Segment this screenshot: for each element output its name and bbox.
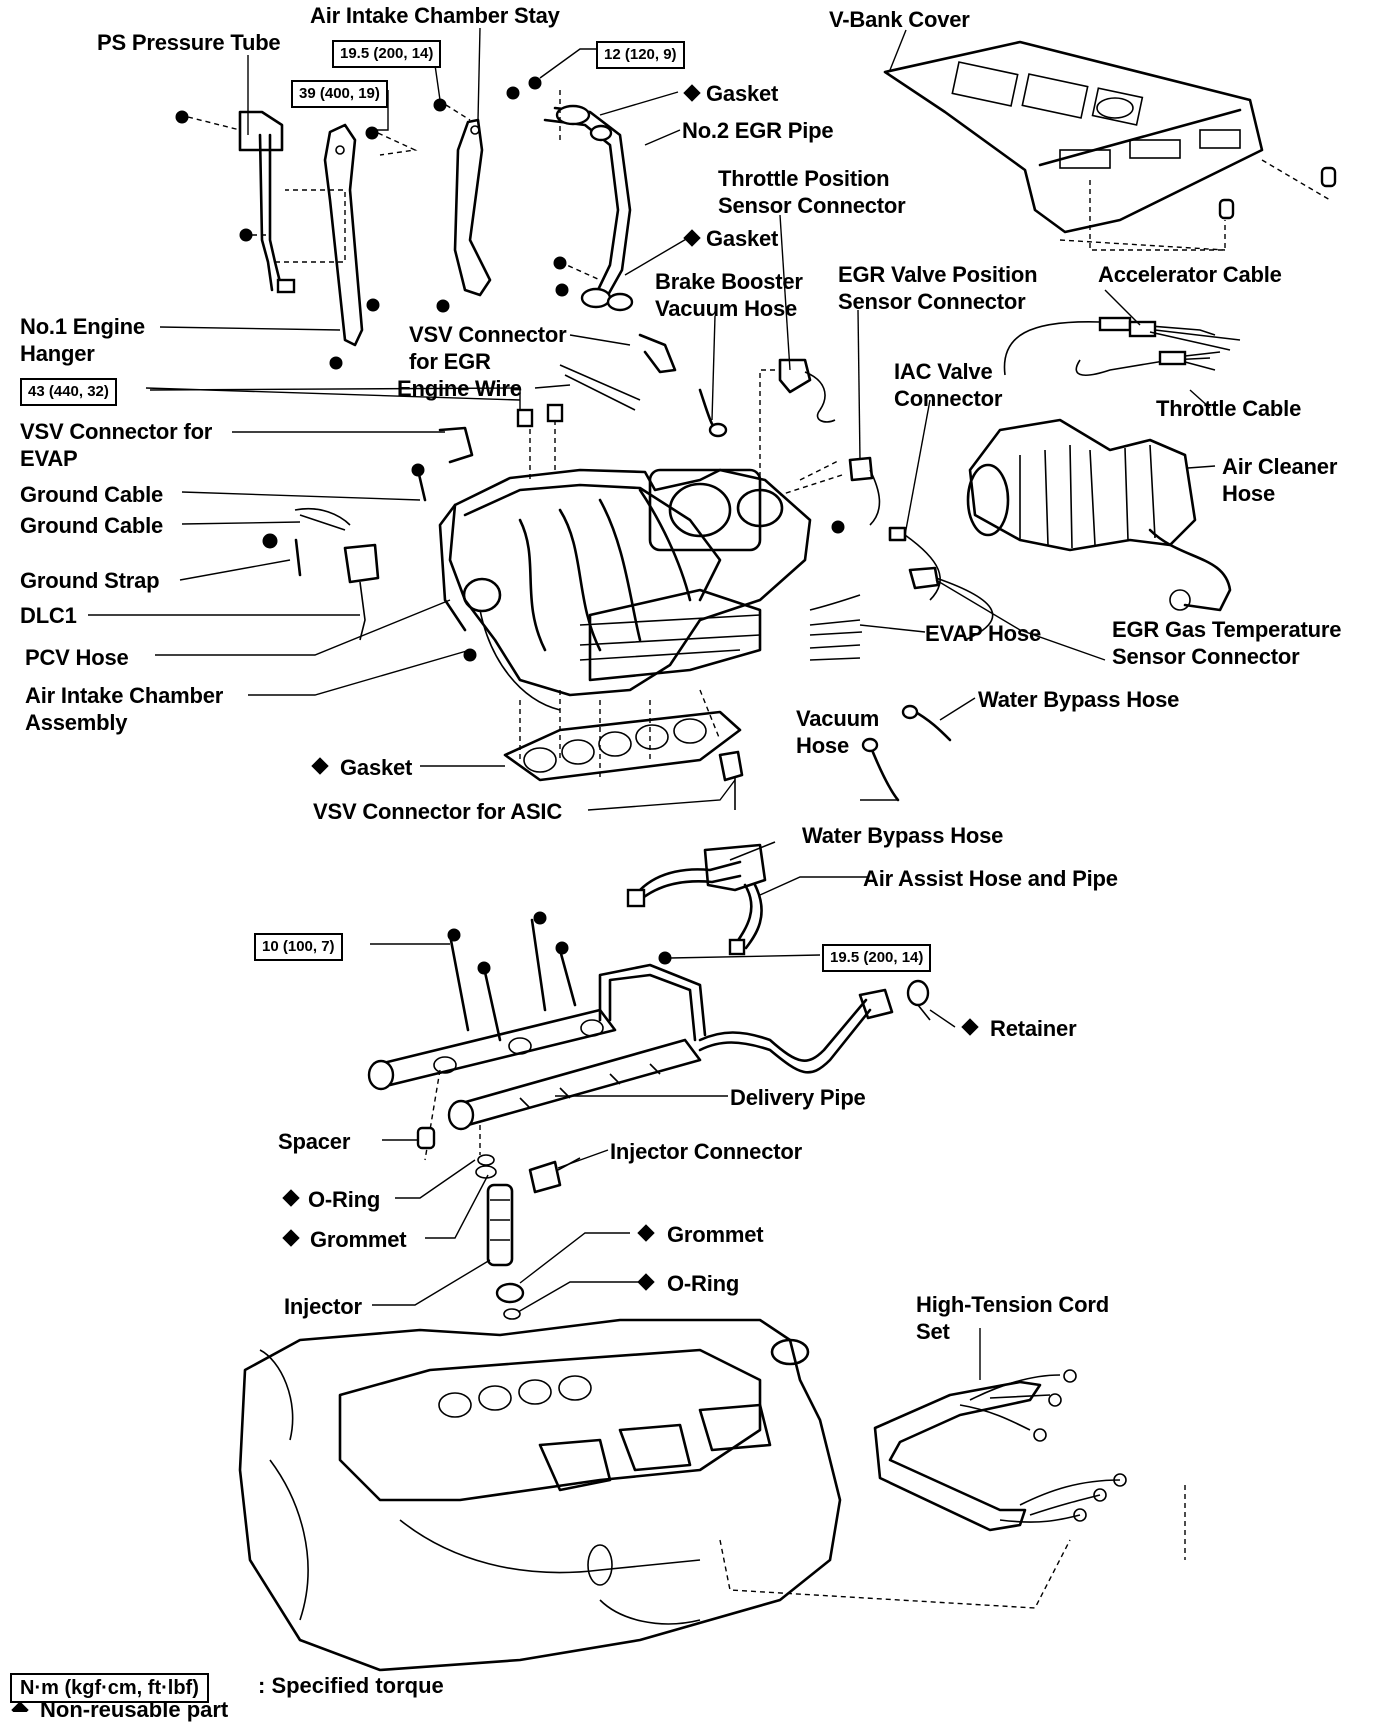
label-high-tension-cord-set: High-Tension Cord Set <box>916 1292 1109 1344</box>
torque-spec-box: 19.5 (200, 14) <box>332 40 442 68</box>
injector-assembly-part <box>416 1126 581 1320</box>
label-throttle-cable: Throttle Cable <box>1156 396 1302 421</box>
torque-spec-box: 19.5 (200, 14) <box>822 944 932 972</box>
label-ground-cable-2: Ground Cable <box>20 513 164 538</box>
label-evap-hose: EVAP Hose <box>925 621 1041 646</box>
label-grommet-right: Grommet <box>667 1222 764 1247</box>
label-brake-booster-vacuum-hose: Brake Booster Vacuum Hose <box>655 269 803 321</box>
label-vsv-connector-for-evap: VSV Connector for EVAP <box>20 419 213 471</box>
label-no2-egr-pipe: No.2 EGR Pipe <box>682 118 834 143</box>
torque-spec-box: 10 (100, 7) <box>254 933 343 961</box>
label-gasket-mid: Gasket <box>706 226 779 251</box>
engine-block-part <box>238 1318 1186 1672</box>
label-injector-connector: Injector Connector <box>610 1139 802 1164</box>
label-ground-strap: Ground Strap <box>20 568 160 593</box>
non-reusable-marks <box>11 84 979 1712</box>
label-pcv-hose: PCV Hose <box>25 645 129 670</box>
ps-pressure-tube-part <box>175 110 346 294</box>
label-egr-valve-position-sensor-connector: EGR Valve Position Sensor Connector <box>838 262 1038 314</box>
connectors-part <box>559 333 994 641</box>
label-vsv-connector-for-egr: VSV Connector for EGR <box>409 322 567 374</box>
label-air-cleaner-hose: Air Cleaner Hose <box>1222 454 1338 506</box>
air-cleaner-hose-part <box>966 418 1232 612</box>
label-iac-valve-connector: IAC Valve Connector <box>894 359 1003 411</box>
label-gasket-bottom: Gasket <box>340 755 413 780</box>
label-water-bypass-hose-1: Water Bypass Hose <box>978 687 1180 712</box>
high-tension-cord-part <box>873 1369 1127 1532</box>
label-delivery-pipe: Delivery Pipe <box>730 1085 866 1110</box>
label-egr-gas-temperature-sensor-connector: EGR Gas Temperature Sensor Connector <box>1112 617 1342 669</box>
label-spacer: Spacer <box>278 1129 351 1154</box>
legend-torque-box: N·m (kgf·cm, ft·lbf) <box>10 1673 209 1703</box>
label-vacuum-hose: Vacuum Hose <box>796 706 880 758</box>
label-air-intake-chamber-assembly: Air Intake Chamber Assembly <box>25 683 224 735</box>
label-gasket-top: Gasket <box>706 81 779 106</box>
label-dlc1: DLC1 <box>20 603 77 628</box>
label-vsv-connector-for-asic: VSV Connector for ASIC <box>313 799 563 824</box>
label-retainer: Retainer <box>990 1016 1077 1041</box>
engine-hanger-part <box>323 123 418 370</box>
label-o-ring-left: O-Ring <box>308 1187 381 1212</box>
torque-spec-box: 39 (400, 19) <box>291 80 388 108</box>
v-bank-cover-part <box>883 40 1337 251</box>
delivery-pipe-part <box>367 911 931 1161</box>
intake-gasket-part <box>503 710 744 810</box>
label-o-ring-right: O-Ring <box>667 1271 740 1296</box>
left-small-parts <box>262 403 564 641</box>
label-v-bank-cover: V-Bank Cover <box>829 7 970 32</box>
label-accelerator-cable: Accelerator Cable <box>1098 262 1282 287</box>
air-intake-chamber-assembly-part <box>438 459 845 780</box>
air-assist-part <box>626 841 776 956</box>
leader-lines <box>88 27 1216 1380</box>
torque-spec-box: 12 (120, 9) <box>596 41 685 69</box>
cables-part <box>1003 316 1241 376</box>
torque-spec-box: 43 (440, 32) <box>20 378 117 406</box>
label-ground-cable-1: Ground Cable <box>20 482 164 507</box>
label-air-intake-chamber-stay: Air Intake Chamber Stay <box>310 3 560 28</box>
label-air-assist-hose-and-pipe: Air Assist Hose and Pipe <box>863 866 1118 891</box>
label-grommet-left: Grommet <box>310 1227 407 1252</box>
label-engine-wire: Engine Wire <box>397 376 522 401</box>
label-ps-pressure-tube: PS Pressure Tube <box>97 30 281 55</box>
label-water-bypass-hose-2: Water Bypass Hose <box>802 823 1004 848</box>
air-intake-chamber-stay-part <box>433 98 492 313</box>
legend-torque-desc: : Specified torque <box>258 1673 444 1698</box>
hoses-part <box>809 594 952 802</box>
label-no1-engine-hanger: No.1 Engine Hanger <box>20 314 145 366</box>
label-injector: Injector <box>284 1294 362 1319</box>
egr-pipe-part <box>506 76 634 312</box>
legend-non-reusable: Non-reusable part <box>40 1697 229 1722</box>
label-throttle-position-sensor-connector: Throttle Position Sensor Connector <box>718 166 906 218</box>
